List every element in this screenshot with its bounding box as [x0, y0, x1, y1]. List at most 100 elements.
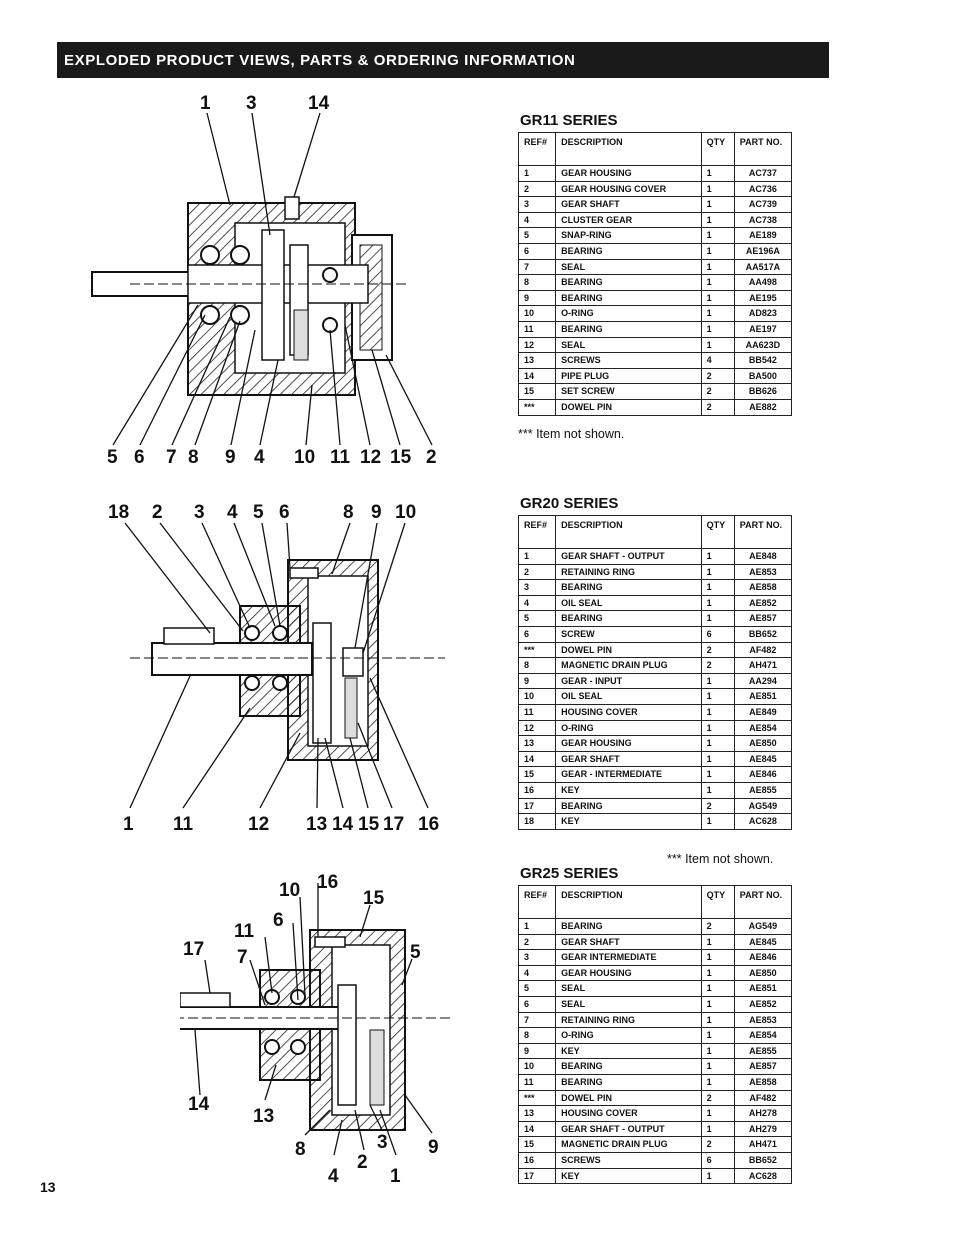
cell-part-no: BB652: [733, 1151, 793, 1169]
cell-part-no: AC628: [733, 813, 793, 830]
cell-qty: 2: [700, 657, 735, 674]
gr20-callout: 5: [253, 502, 264, 523]
cell-ref: ***: [517, 398, 557, 416]
cell-qty: 1: [700, 672, 735, 690]
cell-description: SEAL: [555, 995, 702, 1013]
cell-ref: 16: [517, 781, 557, 799]
cell-ref: 1: [517, 165, 557, 182]
cell-qty: 1: [700, 196, 735, 213]
cell-qty: 1: [700, 320, 735, 338]
cell-ref: 18: [517, 813, 557, 830]
cell-qty: 6: [700, 1151, 735, 1169]
gr11-exploded-diagram: 1 3 14 5 6 7 8 9 4 10 11 12 15 2: [91, 93, 437, 468]
cell-description: GEAR HOUSING: [555, 735, 702, 752]
cell-qty: 2: [700, 398, 735, 416]
cell-part-no: AE852: [733, 594, 793, 612]
cell-qty: 1: [700, 579, 735, 596]
cell-qty: 1: [700, 703, 735, 721]
cell-description: RETAINING RING: [555, 563, 702, 581]
cell-part-no: AE846: [733, 949, 793, 966]
cell-ref: 15: [517, 766, 557, 783]
cell-ref: 12: [517, 336, 557, 354]
cell-qty: 2: [700, 797, 735, 815]
cell-description: SET SCREW: [555, 383, 702, 400]
cell-qty: 2: [700, 1136, 735, 1153]
cell-qty: 1: [700, 242, 735, 260]
cell-qty: 2: [700, 367, 735, 385]
column-header-ref: REF#: [517, 885, 557, 919]
gr20-callout: 10: [395, 502, 416, 523]
cell-qty: 1: [700, 735, 735, 752]
cell-ref: 12: [517, 719, 557, 737]
cell-qty: 1: [700, 1058, 735, 1075]
cell-description: HOUSING COVER: [555, 1105, 702, 1122]
cell-description: CLUSTER GEAR: [555, 211, 702, 229]
gr11-callout: 14: [308, 93, 330, 114]
gr11-footnote: *** Item not shown.: [518, 427, 625, 441]
cell-qty: 1: [700, 1105, 735, 1122]
cell-qty: 2: [700, 383, 735, 400]
cell-part-no: BA500: [733, 367, 793, 385]
cell-ref: 10: [517, 305, 557, 322]
cell-qty: 1: [700, 563, 735, 581]
cell-ref: 9: [517, 672, 557, 690]
gr11-callout: 11: [330, 447, 351, 468]
cell-part-no: AE845: [733, 933, 793, 951]
cell-qty: 1: [700, 165, 735, 182]
gr20-callout: 15: [358, 814, 380, 835]
gr25-callout: 10: [279, 880, 300, 901]
cell-description: PIPE PLUG: [555, 367, 702, 385]
cell-qty: 1: [700, 1011, 735, 1029]
cell-ref: 8: [517, 274, 557, 291]
cell-description: OIL SEAL: [555, 688, 702, 705]
cell-part-no: AE851: [733, 980, 793, 997]
cell-ref: 2: [517, 933, 557, 951]
cell-description: KEY: [555, 781, 702, 799]
cell-description: GEAR - INTERMEDIATE: [555, 766, 702, 783]
gr25-callout: 11: [234, 921, 255, 942]
gr20-callout: 14: [332, 814, 354, 835]
cell-ref: ***: [517, 641, 557, 659]
cell-qty: 1: [700, 995, 735, 1013]
cell-description: BEARING: [555, 320, 702, 338]
gr25-callout: 3: [377, 1132, 388, 1153]
cell-qty: 1: [700, 813, 735, 830]
gr25-callout: 7: [237, 947, 248, 968]
cell-qty: 1: [700, 933, 735, 951]
cell-part-no: AE857: [733, 610, 793, 627]
cell-part-no: AE197: [733, 320, 793, 338]
cell-ref: 14: [517, 750, 557, 768]
cell-ref: 1: [517, 918, 557, 935]
cell-part-no: AE882: [733, 398, 793, 416]
cell-part-no: AA517A: [733, 258, 793, 276]
cell-qty: 2: [700, 918, 735, 935]
cell-part-no: AE854: [733, 1027, 793, 1044]
gr20-callout: 17: [383, 814, 404, 835]
cell-description: KEY: [555, 1042, 702, 1060]
cell-ref: 7: [517, 258, 557, 276]
cell-description: DOWEL PIN: [555, 1089, 702, 1107]
cell-qty: 1: [700, 227, 735, 244]
cell-part-no: AE853: [733, 563, 793, 581]
gr25-callout: 2: [357, 1152, 368, 1173]
cell-part-no: AA498: [733, 274, 793, 291]
cell-ref: 11: [517, 1073, 557, 1091]
